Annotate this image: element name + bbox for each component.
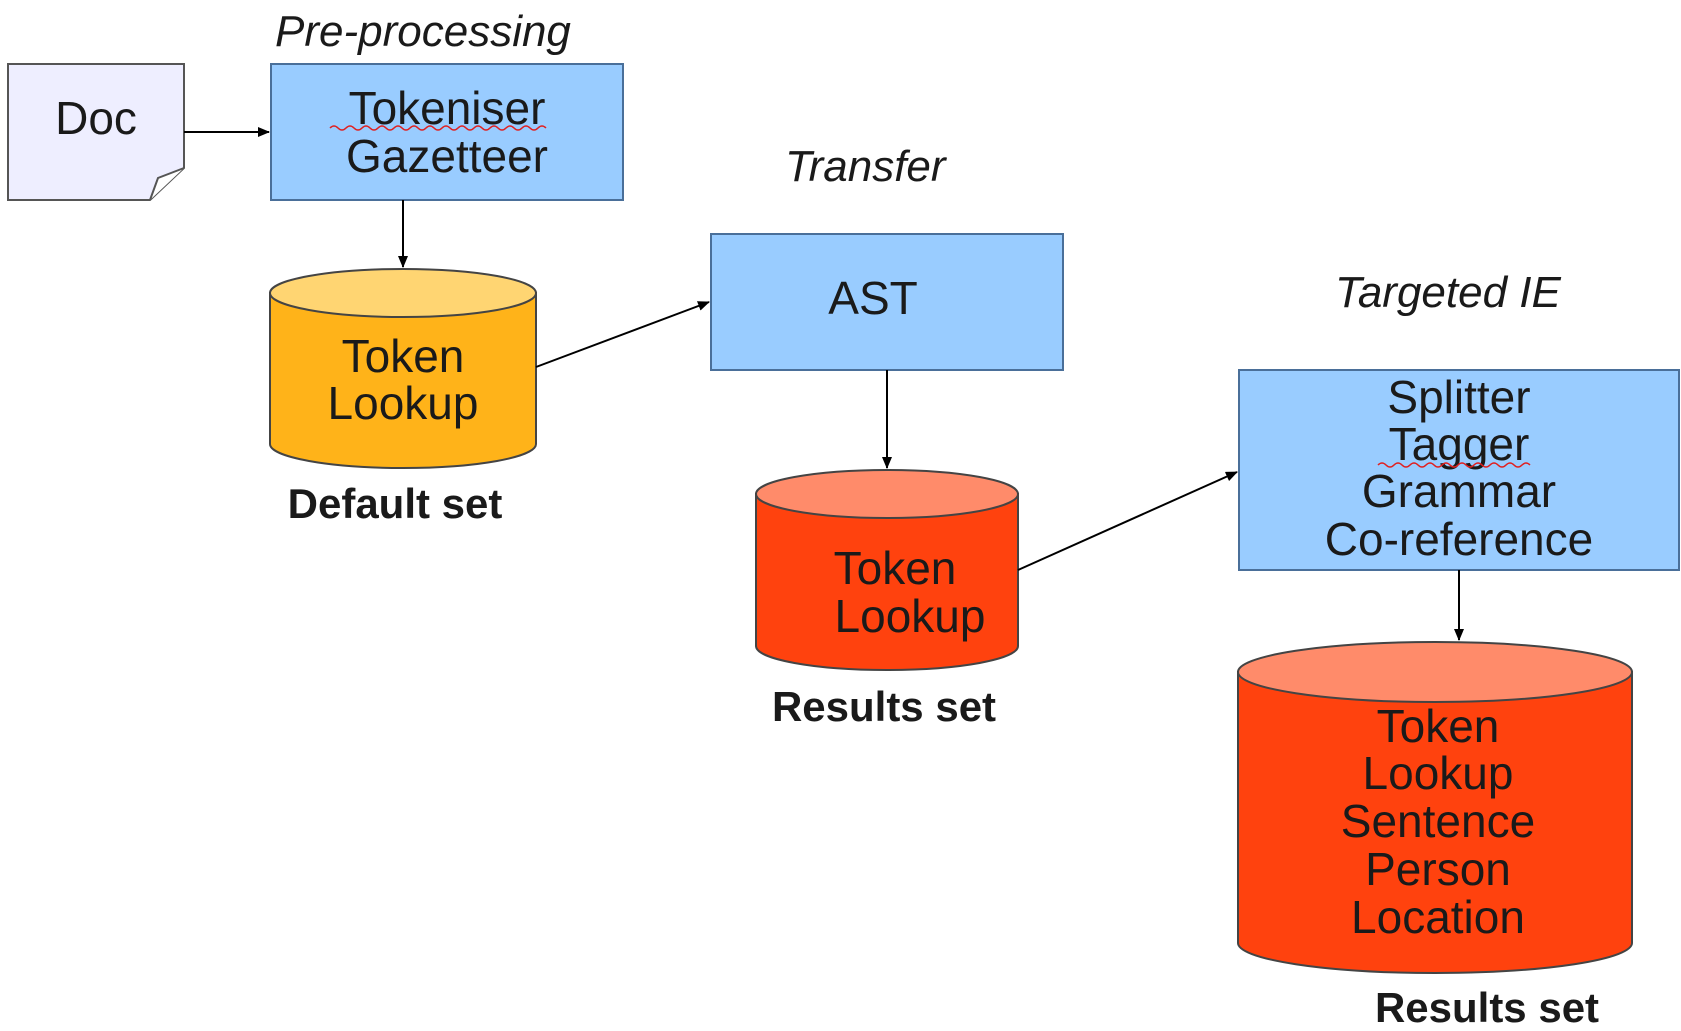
results-set-2-item-location: Location — [1351, 891, 1525, 943]
default-set-label: Default set — [288, 480, 503, 527]
results-set-1-body — [755, 493, 1019, 671]
default-set-body — [269, 292, 537, 469]
default-set-item-token: Token — [342, 330, 465, 382]
results-set-1-cylinder: Token Lookup — [755, 469, 1019, 671]
results-set-2-label: Results set — [1375, 984, 1599, 1031]
preprocessing-box-rect — [270, 63, 624, 201]
targeted-ie-item-splitter: Splitter — [1387, 371, 1530, 423]
results-set-1-label: Results set — [772, 683, 996, 730]
results-set-2-item-lookup: Lookup — [1363, 747, 1514, 799]
results-set-2-item-sentence: Sentence — [1341, 795, 1535, 847]
targeted-ie-item-co-reference: Co-reference — [1325, 513, 1593, 565]
results-set-2-item-token: Token — [1377, 700, 1500, 752]
targeted-ie-box-rect — [1238, 369, 1680, 571]
arrow-default-set-to-ast — [535, 301, 710, 368]
results-set-1-top — [755, 469, 1019, 519]
default-set-cylinder: Token Lookup — [269, 268, 537, 469]
default-set-item-lookup: Lookup — [328, 377, 479, 429]
spellcheck-underline-tagger — [1377, 462, 1531, 468]
preprocessing-box: Tokeniser Gazetteer — [270, 63, 624, 201]
ast-label: AST — [828, 272, 917, 324]
results-set-2-item-person: Person — [1365, 843, 1511, 895]
targeted-ie-item-tagger: Tagger — [1389, 418, 1530, 470]
doc-label: Doc — [55, 92, 137, 144]
arrow-results-set-1-to-targeted-ie — [1017, 471, 1238, 571]
spellcheck-underline-tokeniser — [329, 125, 547, 131]
results-set-1-item-token: Token — [834, 542, 957, 594]
ast-box-rect — [710, 233, 1064, 371]
results-set-2-cylinder: Token Lookup Sentence Person Location — [1237, 641, 1633, 974]
targeted-ie-item-grammar: Grammar — [1362, 465, 1556, 517]
results-set-1-item-lookup: Lookup — [835, 590, 986, 642]
results-set-2-top — [1237, 641, 1633, 703]
ast-box: AST — [710, 233, 1064, 371]
results-set-2-body — [1237, 671, 1633, 974]
targeted-ie-box: Splitter Tagger Grammar Co-reference — [1238, 369, 1680, 571]
stage-label-preprocessing: Pre-processing — [275, 7, 571, 56]
preprocessing-item-gazetteer: Gazetteer — [346, 130, 548, 182]
default-set-top — [269, 268, 537, 318]
doc-fold-corner — [149, 167, 185, 201]
doc-node: Doc — [7, 63, 185, 201]
stage-label-transfer: Transfer — [785, 142, 948, 191]
stage-label-targeted-ie: Targeted IE — [1335, 268, 1562, 317]
